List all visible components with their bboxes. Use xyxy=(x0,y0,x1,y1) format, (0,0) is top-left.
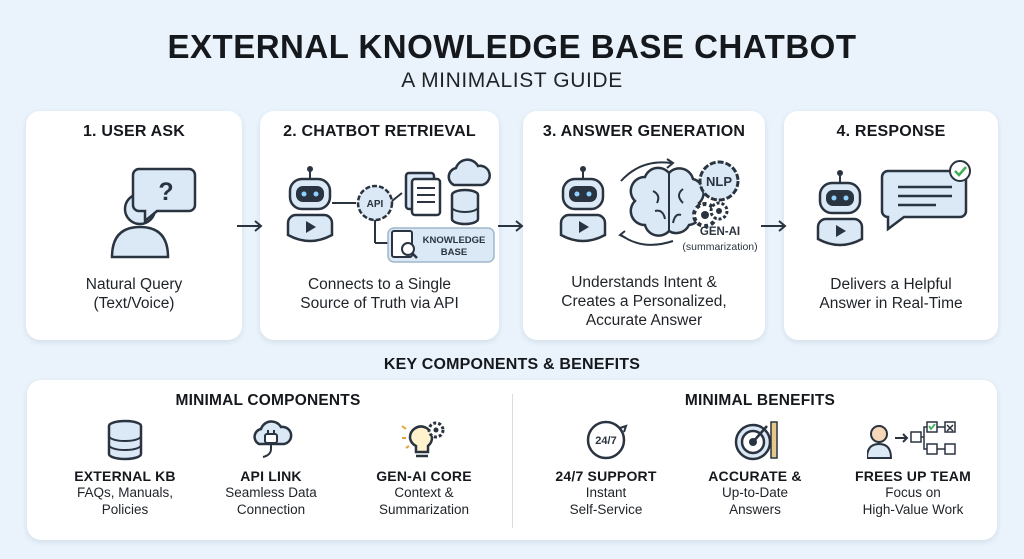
step-heading: 4. RESPONSE xyxy=(836,123,946,140)
step-description: Connects to a Single Source of Truth via… xyxy=(300,276,459,312)
small-gear-icon xyxy=(709,201,729,221)
knowledge-base-icon: KNOWLEDGE BASE xyxy=(387,227,495,263)
svg-text:BASE: BASE xyxy=(441,247,467,258)
svg-text:API: API xyxy=(367,199,384,210)
svg-text:?: ? xyxy=(158,178,173,206)
step-heading: 1. USER ASK xyxy=(82,123,186,140)
page-title: EXTERNAL KNOWLEDGE BASE CHATBOT xyxy=(167,28,857,65)
arrow-right-icon xyxy=(237,220,263,232)
step-card-user-ask: 1. USER ASK ? Natural Query (Text/Voice) xyxy=(26,111,242,340)
user-question-icon: ? xyxy=(110,167,197,259)
section-title: KEY COMPONENTS & BENEFITS xyxy=(383,356,641,373)
database-icon xyxy=(107,419,143,461)
component-external-kb: EXTERNAL KB FAQs, Manuals, Policies xyxy=(55,418,195,518)
svg-text:KNOWLEDGE: KNOWLEDGE xyxy=(423,235,486,246)
step-card-response: 4. RESPONSE Delivers a Helpful Answer in… xyxy=(784,111,998,340)
robot-icon xyxy=(816,170,864,247)
components-title: MINIMAL COMPONENTS xyxy=(175,392,361,409)
benefit-24-7-support: 24/7 24/7 SUPPORT Instant Self-Service xyxy=(536,418,676,518)
clock-24-7-icon: 24/7 xyxy=(586,420,628,460)
database-icon xyxy=(450,188,480,226)
panel-divider xyxy=(512,394,513,528)
api-gear-icon: API xyxy=(356,184,394,222)
arrow-right-icon xyxy=(761,220,787,232)
svg-text:24/7: 24/7 xyxy=(595,435,616,447)
cloud-plug-icon xyxy=(253,420,293,458)
step-description: Understands Intent & Creates a Personali… xyxy=(561,274,727,329)
step-card-chatbot-retrieval: 2. CHATBOT RETRIEVAL API xyxy=(260,111,499,340)
genai-sublabel: (summarization) xyxy=(682,241,757,253)
svg-text:NLP: NLP xyxy=(706,174,732,189)
documents-icon xyxy=(404,171,442,217)
cloud-icon xyxy=(447,158,491,187)
component-api-link: API LINK Seamless Data Connection xyxy=(201,418,341,518)
robot-icon xyxy=(286,166,334,243)
check-icon xyxy=(949,160,971,182)
page-subtitle: A MINIMALIST GUIDE xyxy=(401,69,623,92)
step-heading: 2. CHATBOT RETRIEVAL xyxy=(283,123,476,140)
step-card-answer-generation: 3. ANSWER GENERATION NLP xyxy=(523,111,765,340)
step-heading: 3. ANSWER GENERATION xyxy=(542,123,746,140)
genai-label: GEN-AI xyxy=(700,226,740,238)
nlp-gear-icon: NLP xyxy=(698,160,740,202)
bulb-gear-icon xyxy=(401,421,445,458)
person-workflow-icon xyxy=(867,421,956,459)
benefits-title: MINIMAL BENEFITS xyxy=(684,392,836,409)
target-icon xyxy=(734,421,778,461)
arrow-right-icon xyxy=(498,220,524,232)
robot-icon xyxy=(559,166,607,243)
brain-icon xyxy=(629,166,705,237)
step-description: Natural Query (Text/Voice) xyxy=(85,276,183,312)
component-genai-core: GEN-AI CORE Context & Summarization xyxy=(354,418,494,518)
benefit-accurate: ACCURATE & Up-to-Date Answers xyxy=(685,418,825,518)
step-description: Delivers a Helpful Answer in Real-Time xyxy=(819,276,963,312)
benefit-frees-up-team: FREES UP TEAM Focus on High-Value Work xyxy=(843,418,983,518)
